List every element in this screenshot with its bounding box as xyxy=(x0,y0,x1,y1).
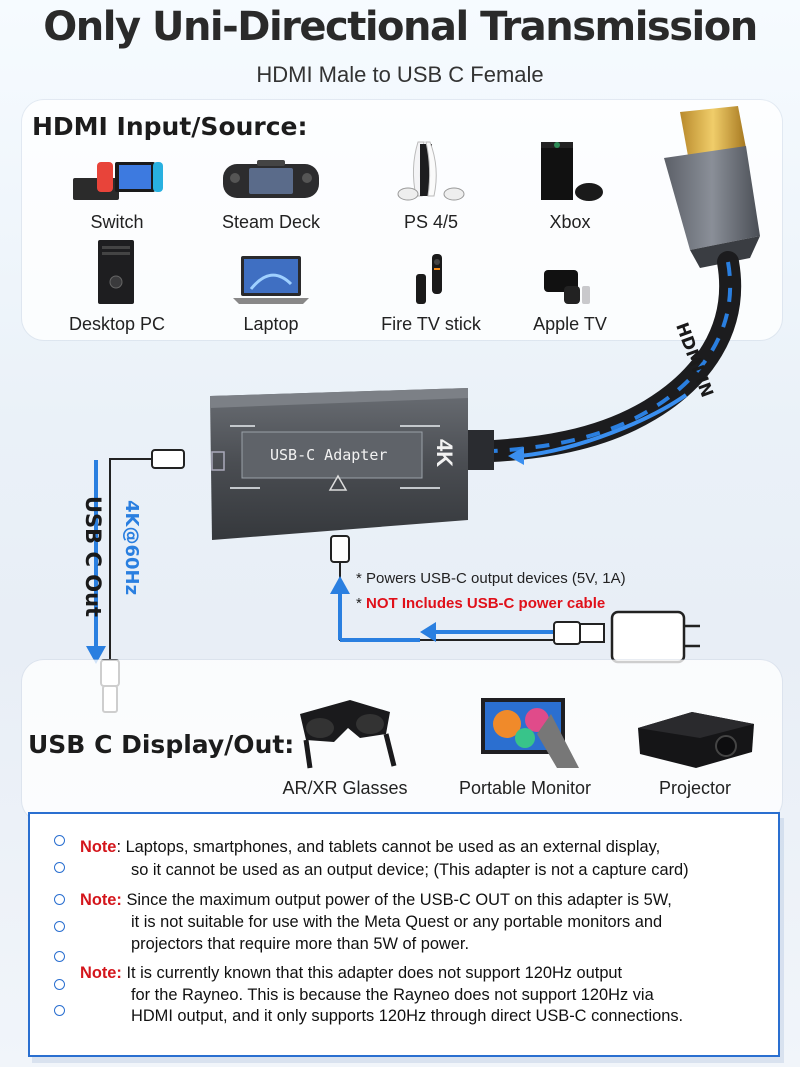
note-bullet xyxy=(54,921,65,932)
usb-c-adapter-icon xyxy=(210,388,494,540)
note-bullet xyxy=(54,979,65,990)
note-bullet xyxy=(54,862,65,873)
portable-monitor-icon xyxy=(450,690,600,770)
device-label: Portable Monitor xyxy=(458,778,592,798)
device-label: Apple TV xyxy=(533,314,607,334)
note-2-line-3: projectors that require more than 5W of … xyxy=(131,935,469,953)
projector-icon xyxy=(620,690,770,770)
desktop-pc-icon xyxy=(42,236,192,306)
note-1-line-1: Note: Laptops, smartphones, and tablets … xyxy=(80,836,660,859)
device-label: PS 4/5 xyxy=(403,212,459,232)
note-3-line-2: for the Rayneo. This is because the Rayn… xyxy=(131,986,654,1004)
note-3-line-3: HDMI output, and it only supports 120Hz … xyxy=(131,1007,684,1025)
input-panel xyxy=(22,100,782,340)
laptop-icon xyxy=(196,250,346,306)
device-label: Switch xyxy=(90,212,144,232)
xbox-icon xyxy=(495,136,645,204)
note-text: Laptops, smartphones, and tablets cannot… xyxy=(125,838,661,856)
device-desktop-pc: Desktop PC xyxy=(42,236,192,335)
device-switch: Switch xyxy=(42,148,192,233)
note-1-line-2: so it cannot be used as an output device… xyxy=(131,861,689,879)
note-2-line-1: Note: Since the maximum output power of … xyxy=(80,889,672,912)
out-spec-label: 4K@60Hz xyxy=(121,500,142,596)
device-laptop: Laptop xyxy=(196,250,346,335)
note-bullet xyxy=(54,894,65,905)
input-heading: HDMI Input/Source: xyxy=(32,112,308,141)
device-label: Steam Deck xyxy=(221,212,321,232)
power-note: * Powers USB-C output devices (5V, 1A) xyxy=(356,570,626,587)
steam-deck-icon xyxy=(196,148,346,204)
note-bullet xyxy=(54,951,65,962)
fire-tv-stick-icon xyxy=(356,250,506,306)
device-fire-tv-stick: Fire TV stick xyxy=(356,250,506,335)
page-subtitle: HDMI Male to USB C Female xyxy=(256,62,544,87)
note-text: Since the maximum output power of the US… xyxy=(126,891,672,909)
note-bullet xyxy=(54,835,65,846)
power-warning: NOT Includes USB-C power cable xyxy=(366,595,606,612)
notes-box xyxy=(28,812,780,1057)
device-label: Laptop xyxy=(243,314,299,334)
device-steam-deck: Steam Deck xyxy=(196,148,346,233)
device-xbox: Xbox xyxy=(495,136,645,233)
power-adapter-icon xyxy=(610,610,700,664)
device-label: Xbox xyxy=(549,212,591,232)
device-playstation: PS 4/5 xyxy=(356,136,506,233)
adapter-4k-badge: 4K xyxy=(432,438,458,468)
output-heading: USB C Display/Out: xyxy=(28,730,295,759)
device-label: Fire TV stick xyxy=(381,314,481,334)
note-separator: : xyxy=(116,838,121,856)
usb-plug-icon xyxy=(553,621,605,645)
usb-c-out-label: USB C Out xyxy=(81,496,105,618)
device-portable-monitor: Portable Monitor xyxy=(450,690,600,799)
device-ar-glasses: AR/XR Glasses xyxy=(275,690,415,799)
apple-tv-icon xyxy=(495,250,645,306)
device-apple-tv: Apple TV xyxy=(495,250,645,335)
power-warning-star: * xyxy=(356,595,367,612)
device-label: Desktop PC xyxy=(68,314,166,334)
switch-console-icon xyxy=(42,148,192,204)
playstation-icon xyxy=(356,136,506,204)
ar-glasses-icon xyxy=(275,690,415,770)
note-prefix: Note: xyxy=(80,964,122,982)
note-text: It is currently known that this adapter … xyxy=(126,964,623,982)
note-prefix: Note: xyxy=(80,891,122,909)
power-warning-line: * NOT Includes USB-C power cable xyxy=(356,595,605,612)
device-projector: Projector xyxy=(620,690,770,799)
device-label: AR/XR Glasses xyxy=(282,778,408,798)
note-bullet xyxy=(54,1005,65,1016)
adapter-label: USB-C Adapter xyxy=(270,446,388,464)
device-label: Projector xyxy=(658,778,732,798)
page-title: Only Uni-Directional Transmission xyxy=(43,4,758,50)
note-prefix: Note xyxy=(80,838,117,856)
hdmi-plug-icon xyxy=(664,106,760,268)
note-2-line-2: it is not suitable for use with the Meta… xyxy=(131,913,663,931)
note-3-line-1: Note: It is currently known that this ad… xyxy=(80,962,622,985)
